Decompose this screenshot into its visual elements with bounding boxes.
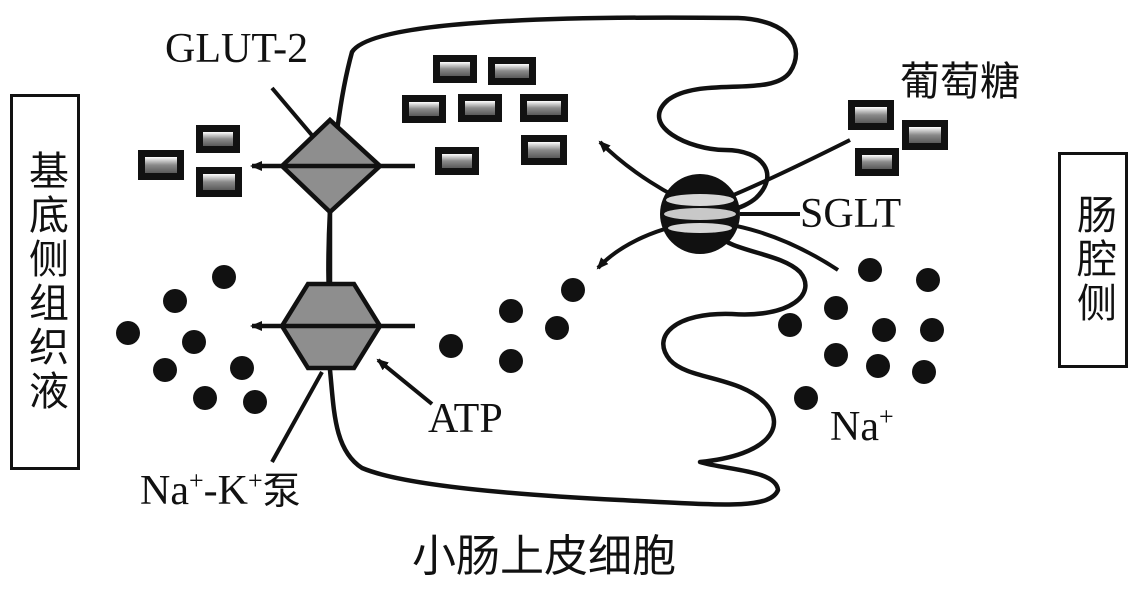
glucose-molecule <box>458 94 502 122</box>
glucose-label: 葡萄糖 <box>900 59 1020 105</box>
glucose-molecule <box>435 147 479 175</box>
basal-side-box: 基底侧组织液 <box>10 94 80 470</box>
sodium-ion <box>116 321 140 345</box>
sodium-ion <box>153 358 177 382</box>
sodium-ion <box>230 356 254 380</box>
sodium-ion <box>545 316 569 340</box>
sodium-ion <box>778 313 802 337</box>
sodium-ion <box>824 296 848 320</box>
sodium-ion <box>499 299 523 323</box>
sodium-label-charge: + <box>878 402 894 431</box>
sodium-ion <box>439 334 463 358</box>
sodium-ion <box>794 386 818 410</box>
sodium-ion <box>182 330 206 354</box>
pump-label-na-charge: + <box>188 466 204 495</box>
glucose-molecule <box>488 57 536 85</box>
sglt-channel-band <box>668 223 732 233</box>
pump-label-k-charge: + <box>247 466 263 495</box>
sodium-ion <box>824 343 848 367</box>
sodium-label-symbol: Na <box>830 404 879 450</box>
pump-label-suffix: 泵 <box>262 469 301 513</box>
sodium-ion <box>872 318 896 342</box>
glucose-molecule <box>138 150 184 180</box>
sodium-ion <box>920 318 944 342</box>
glucose-molecule <box>848 100 894 130</box>
cell-membrane <box>326 15 808 507</box>
glucose-molecule <box>196 167 242 197</box>
lumen-side-box: 肠腔侧 <box>1058 152 1128 368</box>
sglt-channel-band <box>666 194 734 206</box>
atp-label: ATP <box>428 396 503 442</box>
cell-caption: 小肠上皮细胞 <box>412 531 676 582</box>
glut2-label: GLUT-2 <box>165 26 309 72</box>
na-k-pump-pointer-line <box>270 371 324 463</box>
sodium-ions <box>116 258 944 414</box>
glucose-molecule <box>902 120 948 150</box>
pump-label-k: -K <box>203 468 248 514</box>
na-k-pump-label: Na+-K+泵 <box>140 468 301 514</box>
sglt-label: SGLT <box>800 191 902 237</box>
sodium-ion <box>499 349 523 373</box>
glucose-molecule <box>521 135 567 165</box>
sodium-ion <box>858 258 882 282</box>
glut2-pointer-line <box>270 86 318 142</box>
sodium-ion <box>193 386 217 410</box>
glut2-transporter <box>250 86 415 216</box>
glucose-molecule <box>433 55 477 83</box>
sodium-ion <box>163 289 187 313</box>
sglt-transporter <box>596 138 851 272</box>
basal-side-label: 基底侧组织液 <box>22 150 68 414</box>
sglt-channel-band <box>664 208 736 220</box>
sodium-label: Na+ <box>830 404 894 450</box>
sodium-ion <box>243 390 267 414</box>
glucose-molecule <box>520 94 568 122</box>
atp-arrow <box>376 358 434 406</box>
glucose-molecules <box>138 55 948 197</box>
sodium-ion <box>916 268 940 292</box>
pump-label-na: Na <box>140 468 189 514</box>
glucose-molecule <box>402 95 446 123</box>
na-k-pump <box>250 281 434 463</box>
glucose-molecule <box>196 125 240 153</box>
sodium-ion <box>561 278 585 302</box>
sodium-ion <box>866 354 890 378</box>
lumen-side-label: 肠腔侧 <box>1070 194 1116 326</box>
sodium-ion <box>212 265 236 289</box>
glucose-molecule <box>855 148 899 176</box>
sodium-ion <box>912 360 936 384</box>
